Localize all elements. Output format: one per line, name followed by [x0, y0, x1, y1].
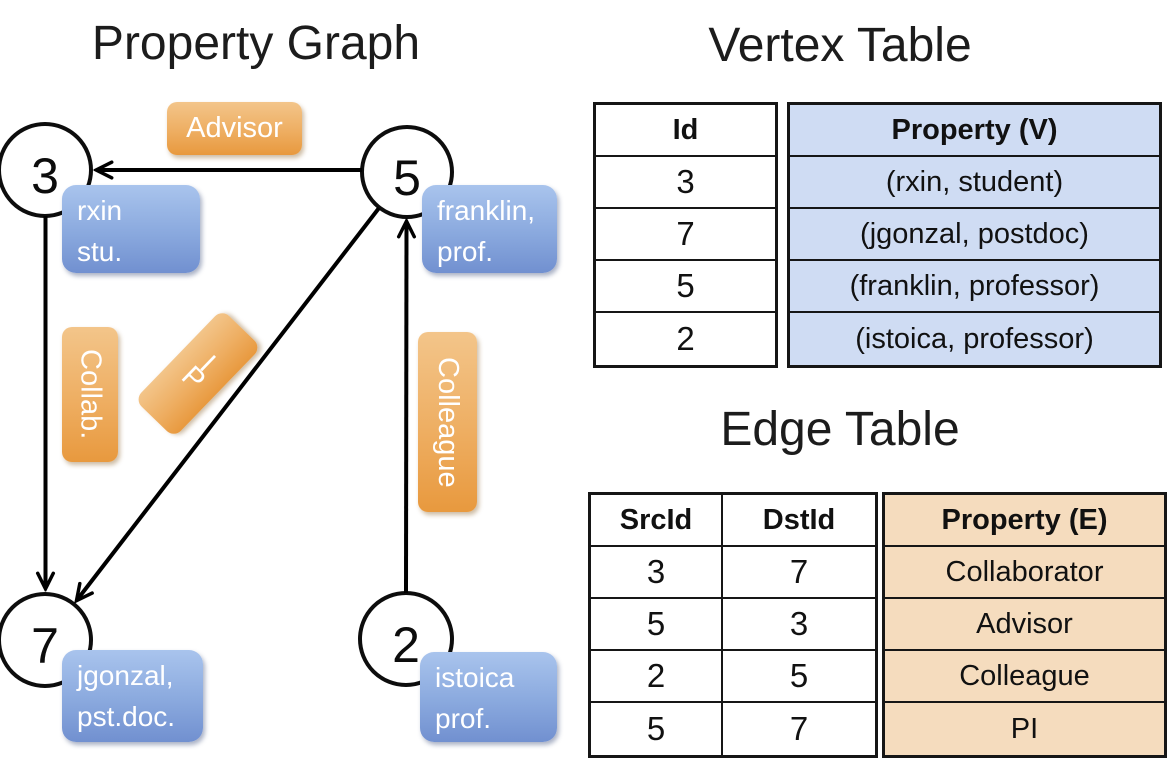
- edge-table-src-cell: 2: [591, 651, 723, 703]
- edge-label-colleague: Colleague: [418, 332, 477, 512]
- node-2-property-line1: istoica: [435, 662, 515, 693]
- vertex-table-property-cell: (jgonzal, postdoc): [790, 209, 1159, 261]
- node-7-id: 7: [31, 618, 59, 674]
- edge-table-title: Edge Table: [720, 403, 960, 456]
- node-3-property-label: rxin stu.: [62, 185, 200, 273]
- vertex-table-id-cell: 2: [676, 320, 695, 357]
- vertex-table-property-cell: (franklin, professor): [790, 261, 1159, 313]
- node-5-id: 5: [393, 150, 421, 206]
- vertex-table-id-cell: 5: [596, 261, 775, 313]
- vertex-table-property-cell: (rxin, student): [790, 157, 1159, 209]
- vertex-table-id-cell: 7: [596, 209, 775, 261]
- edge-table-dst-cell: 7: [789, 710, 809, 747]
- node-5-property-label: franklin, prof.: [422, 185, 557, 273]
- edge-2-to-5-arrow: [406, 222, 407, 594]
- edge-table-dst-cell: 5: [723, 651, 875, 703]
- node-5-property-line2: prof.: [437, 236, 494, 267]
- edge-label-advisor: Advisor: [167, 102, 302, 155]
- edge-table-src-cell: 5: [591, 703, 723, 755]
- node-3-id: 3: [31, 148, 59, 204]
- vertex-table-header-id: Id: [596, 105, 775, 157]
- vertex-table-property-column: Property (V) (rxin, student) (jgonzal, p…: [787, 102, 1162, 368]
- vertex-table-id-column: Id 3 7 5 2: [593, 102, 778, 368]
- node-7-property-line2: pst.doc.: [77, 701, 176, 732]
- edge-table-property-cell: Advisor: [885, 599, 1164, 651]
- vertex-table-header-property: Property (V): [790, 105, 1159, 157]
- node-2-id: 2: [392, 617, 420, 673]
- edge-table-property-cell: Collaborator: [885, 547, 1164, 599]
- property-graph-title: Property Graph: [91, 17, 421, 70]
- node-3-property-line2: stu.: [77, 236, 123, 267]
- edge-table-src-cell: 3: [591, 547, 723, 599]
- node-7-property-label: jgonzal, pst.doc.: [62, 650, 203, 742]
- edge-table-property-cell: Colleague: [885, 651, 1164, 703]
- vertex-table-id-cell: 3: [596, 157, 775, 209]
- node-3-property-line1: rxin: [77, 195, 123, 226]
- node-2-property-label: istoica prof.: [420, 652, 557, 742]
- edge-5-to-7-arrow: [77, 206, 381, 600]
- edge-table-dst-cell: 3: [723, 599, 875, 651]
- edge-table-header-property: Property (E): [885, 495, 1164, 547]
- edge-table-property-column: Property (E) Collaborator Advisor Collea…: [882, 492, 1167, 758]
- node-7-property-line1: jgonzal,: [77, 660, 174, 691]
- vertex-table-title: Vertex Table: [708, 19, 972, 72]
- edge-table-header-dstid: DstId: [723, 495, 875, 547]
- vertex-table-property-cell: (istoica, professor): [790, 313, 1159, 365]
- node-2-property-line2: prof.: [435, 703, 492, 734]
- edge-table-id-columns: SrcId DstId 3 7 5 3 2 5 5 7: [588, 492, 878, 758]
- edge-table-header-srcid: SrcId: [591, 495, 723, 547]
- edge-label-collab: Collab.: [62, 327, 118, 462]
- node-5-property-line1: franklin,: [437, 195, 536, 226]
- edge-table-dst-cell: 7: [723, 547, 875, 599]
- edge-table-property-cell: PI: [885, 703, 1164, 755]
- edge-table-src-cell: 5: [591, 599, 723, 651]
